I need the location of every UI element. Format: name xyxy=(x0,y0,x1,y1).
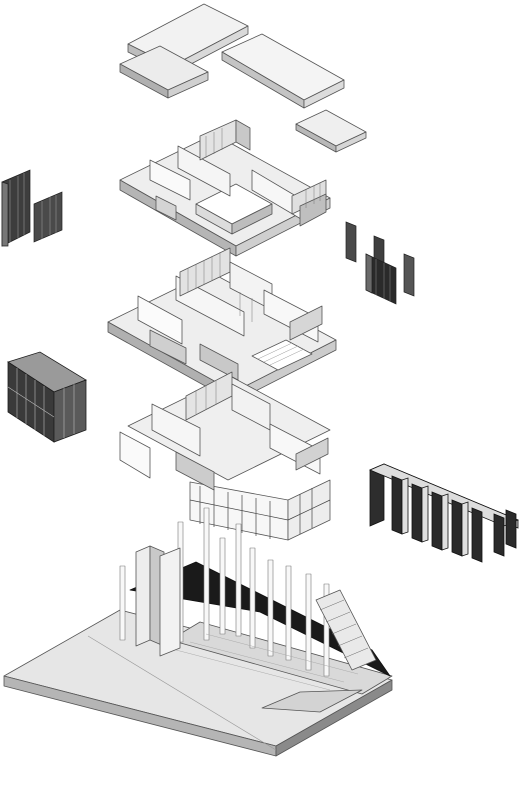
roof-slab-small xyxy=(295,109,367,153)
roof-slab-middle xyxy=(119,45,209,99)
right-frame-structure xyxy=(368,463,520,563)
roof-slab-right xyxy=(221,33,345,109)
left-panels-top xyxy=(1,169,63,247)
upper-floor xyxy=(119,119,331,257)
lower-floor-frame xyxy=(119,371,331,541)
ground-plinth xyxy=(3,507,393,757)
middle-floor xyxy=(107,247,337,403)
left-curtain-wall xyxy=(7,351,87,443)
right-panels xyxy=(345,221,415,305)
roof-slabs xyxy=(119,3,367,153)
